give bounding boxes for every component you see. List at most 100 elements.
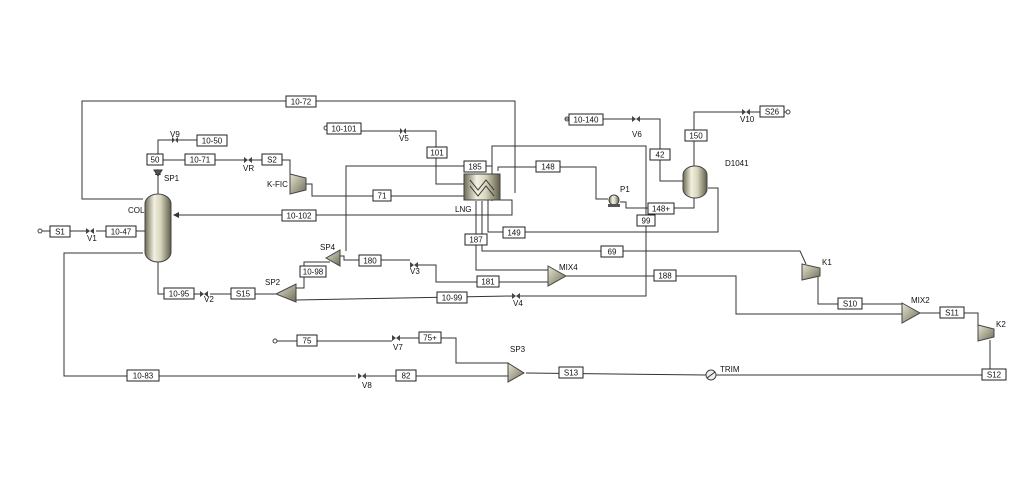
stream-label[interactable]: 10-50 <box>196 134 228 147</box>
unit-label: SP4 <box>320 243 336 252</box>
d1041-drum-vessel[interactable] <box>682 165 708 199</box>
svg-text:10-99: 10-99 <box>442 294 463 303</box>
svg-text:75+: 75+ <box>423 334 437 343</box>
stream-label[interactable]: 10-47 <box>105 225 137 238</box>
v8-valve[interactable] <box>358 373 366 379</box>
stream-label[interactable]: 42 <box>649 148 671 161</box>
svg-text:99: 99 <box>642 217 651 226</box>
unit-label: P1 <box>620 185 630 194</box>
mix2-mixer[interactable] <box>901 302 922 324</box>
k2-compressor[interactable] <box>977 324 995 342</box>
stream-label[interactable]: 10-140 <box>568 113 604 126</box>
unit-label: V2 <box>204 295 214 304</box>
stream-label[interactable]: S13 <box>558 366 584 379</box>
v2-valve[interactable] <box>200 291 208 297</box>
svg-text:S2: S2 <box>267 156 277 165</box>
unit-label: COL <box>128 206 145 215</box>
col-column-vessel[interactable] <box>144 193 172 263</box>
unit-label: SP3 <box>510 345 526 354</box>
svg-text:82: 82 <box>402 372 411 381</box>
stream-label[interactable]: 185 <box>463 160 487 173</box>
v6-valve[interactable] <box>632 116 640 122</box>
svg-text:10-71: 10-71 <box>190 156 211 165</box>
stream-label[interactable]: 10-83 <box>126 369 160 382</box>
v9-valve[interactable] <box>172 137 178 143</box>
k-fic-compressor[interactable] <box>289 173 307 195</box>
svg-text:S26: S26 <box>765 108 780 117</box>
svg-text:188: 188 <box>658 272 672 281</box>
svg-text:71: 71 <box>378 192 387 201</box>
unit-label: V1 <box>87 234 97 243</box>
svg-text:10-47: 10-47 <box>111 228 132 237</box>
stream-label[interactable]: 75 <box>296 334 318 347</box>
unit-label: V5 <box>399 134 409 143</box>
unit-label: V3 <box>410 267 420 276</box>
equipment <box>144 165 995 383</box>
unit-label: K2 <box>996 320 1006 329</box>
unit-label: V10 <box>740 115 755 124</box>
v4-valve[interactable] <box>512 293 520 299</box>
v7-valve[interactable] <box>392 335 400 341</box>
svg-text:10-95: 10-95 <box>169 290 190 299</box>
svg-text:50: 50 <box>151 156 160 165</box>
stream-label[interactable]: S26 <box>759 105 785 118</box>
stream-label[interactable]: 188 <box>653 269 677 282</box>
stream-label[interactable]: 149 <box>502 226 526 239</box>
svg-text:42: 42 <box>656 151 665 160</box>
stream-label[interactable]: 69 <box>600 245 624 258</box>
svg-text:180: 180 <box>363 257 377 266</box>
svg-text:S11: S11 <box>945 309 959 318</box>
stream-label[interactable]: S2 <box>261 153 283 166</box>
stream-label[interactable]: 10-102 <box>281 209 317 222</box>
unit-label: V8 <box>362 381 372 390</box>
stream-label[interactable]: 99 <box>636 214 656 227</box>
svg-text:148+: 148+ <box>652 205 670 214</box>
stream-label[interactable]: 10-71 <box>184 153 216 166</box>
unit-label: SP1 <box>164 174 180 183</box>
stream-label[interactable]: 10-95 <box>163 287 195 300</box>
svg-text:75: 75 <box>303 337 312 346</box>
stream-label[interactable]: 148+ <box>647 202 675 215</box>
lng-heat-exchanger[interactable] <box>463 173 501 201</box>
stream-label[interactable]: S1 <box>49 225 71 238</box>
stream-label[interactable]: 187 <box>464 233 488 246</box>
svg-text:S15: S15 <box>236 290 251 299</box>
stream-label[interactable]: 180 <box>358 254 382 267</box>
p1-pump[interactable] <box>608 194 620 207</box>
k1-compressor[interactable] <box>801 263 821 281</box>
svg-text:149: 149 <box>507 229 521 238</box>
stream-label[interactable]: 10-99 <box>436 291 468 304</box>
stream-label[interactable]: 82 <box>395 369 417 382</box>
stream-label[interactable]: S12 <box>981 368 1007 381</box>
stream-label[interactable]: 75+ <box>418 331 442 344</box>
unit-label: TRIM <box>720 365 740 374</box>
svg-text:10-72: 10-72 <box>291 98 312 107</box>
v1-valve[interactable] <box>86 228 94 234</box>
stream-label[interactable]: S11 <box>939 306 965 319</box>
stream-label[interactable]: 50 <box>146 153 164 166</box>
v5-valve[interactable] <box>400 128 406 134</box>
stream-label[interactable]: 181 <box>476 275 500 288</box>
vr-valve[interactable] <box>244 157 252 163</box>
stream-label[interactable]: 101 <box>426 146 448 159</box>
stream-label[interactable]: 10-101 <box>326 122 362 135</box>
unit-label: SP2 <box>265 278 281 287</box>
stream-label[interactable]: 150 <box>684 129 708 142</box>
svg-text:S10: S10 <box>843 300 858 309</box>
stream-label[interactable]: 148 <box>535 160 561 173</box>
svg-text:10-140: 10-140 <box>574 116 599 125</box>
sp4-splitter[interactable] <box>324 249 341 267</box>
stream-label[interactable]: S15 <box>230 287 256 300</box>
sp2-splitter[interactable] <box>274 283 297 303</box>
mix4-mixer[interactable] <box>547 265 568 287</box>
unit-label: V7 <box>393 343 403 352</box>
sp3-splitter[interactable] <box>507 362 525 383</box>
v3-valve[interactable] <box>410 262 418 268</box>
stream-label[interactable]: 71 <box>372 189 392 202</box>
unit-label: MIX2 <box>911 296 930 305</box>
stream-label[interactable]: S10 <box>837 297 863 310</box>
stream-label[interactable]: 10-72 <box>285 95 317 108</box>
v10-valve[interactable] <box>742 109 750 115</box>
sp1-splitter[interactable] <box>153 169 163 177</box>
stream-label[interactable]: 10-98 <box>299 265 327 278</box>
